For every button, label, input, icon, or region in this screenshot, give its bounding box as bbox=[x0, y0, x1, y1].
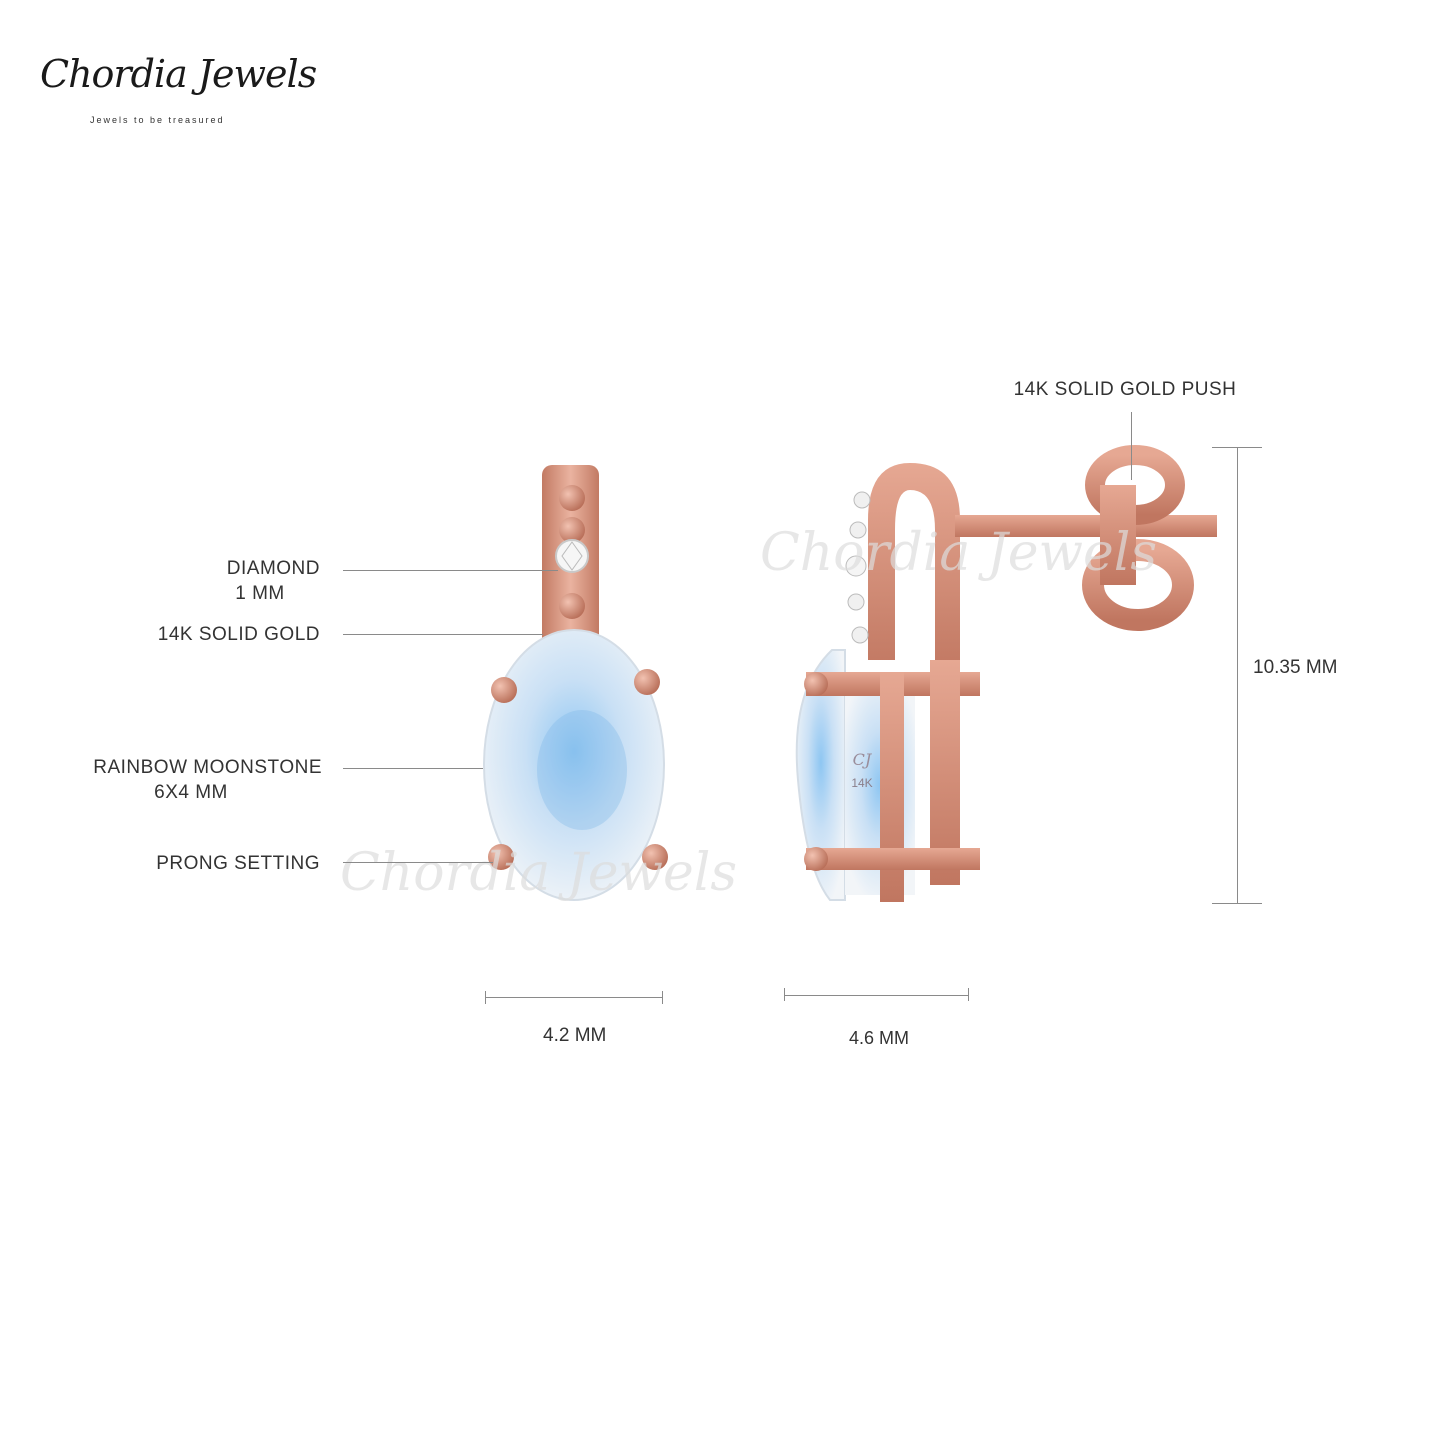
leader-diamond bbox=[343, 570, 558, 571]
front-bead bbox=[559, 485, 585, 511]
dimension-front-width: 4.2 MM bbox=[543, 1025, 607, 1046]
dimension-side-width: 4.6 MM bbox=[849, 1028, 910, 1048]
callout-stone: RAINBOW MOONSTONE 6X4 MM bbox=[40, 755, 322, 805]
front-view-earring bbox=[483, 465, 668, 901]
brand-tagline: Jewels to be treasured bbox=[90, 115, 225, 125]
brand-logo: Chordia Jewels Jewels to be treasured bbox=[40, 52, 317, 132]
front-diamond bbox=[555, 539, 589, 573]
watermark: Chordia Jewels bbox=[760, 523, 1157, 583]
dimension-line-side bbox=[784, 995, 969, 996]
front-bead bbox=[559, 593, 585, 619]
callout-diamond-label: DIAMOND bbox=[226, 558, 320, 579]
side-setting-bottom bbox=[806, 848, 980, 870]
push-back-nut bbox=[1082, 445, 1194, 631]
leader-push bbox=[1131, 412, 1132, 480]
callout-setting: PRONG SETTING bbox=[156, 853, 320, 874]
callout-diamond: DIAMOND 1 MM bbox=[160, 556, 320, 606]
side-view-earring bbox=[795, 445, 1217, 902]
front-prong bbox=[491, 677, 517, 703]
callout-diamond-size: 1 MM bbox=[235, 583, 285, 604]
front-prong bbox=[488, 844, 514, 870]
front-moonstone bbox=[483, 629, 665, 901]
callout-push: 14K SOLID GOLD PUSH bbox=[1013, 379, 1237, 400]
front-prong bbox=[642, 844, 668, 870]
leader-gold bbox=[343, 634, 543, 635]
dimension-line-height bbox=[1237, 447, 1238, 904]
front-prong bbox=[634, 669, 660, 695]
callout-stone-size: 6X4 MM bbox=[154, 782, 228, 803]
callout-gold: 14K SOLID GOLD bbox=[157, 624, 320, 645]
dimension-height: 10.35 MM bbox=[1253, 657, 1338, 678]
leader-stone bbox=[343, 768, 483, 769]
brand-name: Chordia Jewels bbox=[40, 52, 317, 96]
side-diamond bbox=[845, 555, 867, 577]
callout-stone-label: RAINBOW MOONSTONE bbox=[93, 757, 322, 778]
leader-setting bbox=[343, 862, 493, 863]
stamp-karat: 14K bbox=[851, 776, 872, 790]
watermark: Chordia Jewels bbox=[340, 843, 737, 903]
dimension-line-front bbox=[485, 997, 663, 998]
stamp-mark: CJ bbox=[853, 750, 873, 769]
front-bead bbox=[559, 517, 585, 543]
side-loop bbox=[868, 463, 960, 680]
